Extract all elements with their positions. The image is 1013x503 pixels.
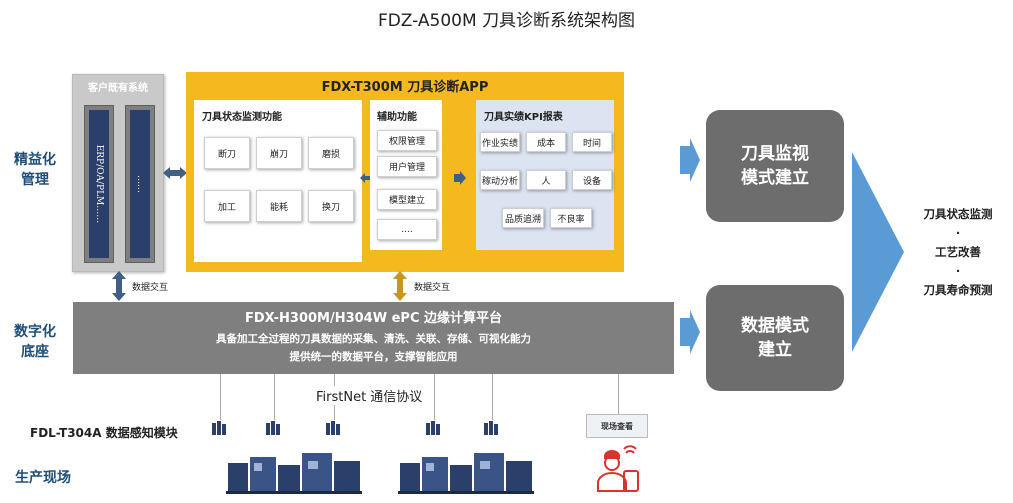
link-line-6 bbox=[618, 374, 619, 414]
lean-label-line2: 管理 bbox=[21, 172, 49, 188]
link-line-2 bbox=[274, 374, 275, 420]
protocol-label: FirstNet 通信协议 bbox=[312, 386, 427, 405]
outcome-big-arrow bbox=[852, 152, 904, 352]
aux-function-header: 辅助功能 bbox=[377, 112, 417, 123]
outcomes-list: 刀具状态监测 · 工艺改善 · 刀具寿命预测 bbox=[906, 205, 1010, 300]
app-title: FDX-T300M 刀具诊断APP bbox=[321, 80, 489, 95]
outcome-process-improve: 工艺改善 bbox=[935, 245, 981, 259]
tile-defect-rate: 不良率 bbox=[550, 208, 592, 228]
data-mode-line1: 数据模式 bbox=[741, 316, 809, 336]
outcome-tool-monitoring: 刀具状态监测 bbox=[923, 207, 993, 221]
other-system-pillar: …… bbox=[125, 105, 155, 263]
erp-pillar: ERP/OA/PLM…… bbox=[84, 105, 114, 263]
outcome-dot-2: · bbox=[955, 264, 961, 278]
exchange-label-center: 数据交互 bbox=[414, 283, 451, 293]
tile-people: 人 bbox=[526, 170, 566, 190]
monitor-mode-module: 刀具监视 模式建立 bbox=[706, 110, 844, 222]
digital-base-label: 数字化 底座 bbox=[8, 322, 62, 362]
customer-app-double-arrow bbox=[163, 167, 187, 179]
app-panel: FDX-T300M 刀具诊断APP 刀具状态监测功能 断刀 崩刀 磨损 加工 能… bbox=[186, 72, 624, 272]
link-line-5 bbox=[492, 374, 493, 420]
tile-time: 时间 bbox=[572, 132, 612, 152]
other-system-pillar-label: …… bbox=[135, 175, 145, 193]
diagram-title: FDZ-A500M 刀具诊断系统架构图 bbox=[377, 11, 636, 31]
tile-model-build: 模型建立 bbox=[377, 189, 437, 210]
machine-group-icon bbox=[398, 453, 534, 494]
lean-label-line1: 精益化 bbox=[14, 152, 56, 168]
tile-more: .... bbox=[377, 219, 437, 240]
aux-kpi-arrow bbox=[454, 171, 466, 185]
platform-to-data-mode-arrow bbox=[680, 310, 700, 354]
sensor-icon bbox=[426, 421, 440, 435]
site-view-label: 现场查看 bbox=[586, 414, 648, 438]
edge-platform-line2: 提供统一的数据平台，支撑智能应用 bbox=[289, 351, 458, 363]
erp-pillar-label: ERP/OA/PLM…… bbox=[94, 144, 104, 224]
monitor-mode-line2: 模式建立 bbox=[741, 168, 809, 188]
aux-function-panel: 辅助功能 权限管理 用户管理 模型建立 .... bbox=[370, 100, 442, 250]
data-mode-line2: 建立 bbox=[758, 340, 792, 360]
monitor-function-header: 刀具状态监测功能 bbox=[202, 112, 282, 123]
production-site-label: 生产现场 bbox=[15, 470, 71, 486]
edge-platform-panel: FDX-H300M/H304W ePC 边缘计算平台 具备加工全过程的刀具数据的… bbox=[73, 302, 674, 374]
tile-equipment: 设备 bbox=[572, 170, 612, 190]
edge-platform-line1: 具备加工全过程的刀具数据的采集、清洗、关联、存储、可视化能力 bbox=[216, 333, 531, 345]
link-line-1 bbox=[220, 374, 221, 420]
tile-utilization-analysis: 稼动分析 bbox=[480, 170, 520, 190]
exchange-arrow-center bbox=[393, 271, 407, 301]
outcome-dot-1: · bbox=[955, 226, 961, 240]
tile-tool-change: 换刀 bbox=[308, 190, 354, 222]
exchange-label-left: 数据交互 bbox=[132, 283, 169, 293]
tile-energy: 能耗 bbox=[256, 190, 302, 222]
worker-tablet-icon bbox=[597, 445, 639, 492]
tile-cost: 成本 bbox=[526, 132, 566, 152]
machine-group-icon bbox=[226, 453, 362, 494]
tile-wear: 磨损 bbox=[308, 137, 354, 169]
tile-permission-mgmt: 权限管理 bbox=[377, 130, 437, 151]
kpi-report-panel: 刀具实绩KPI报表 作业实绩 成本 时间 稼动分析 人 设备 品质追溯 不良率 bbox=[476, 100, 614, 250]
outcome-life-prediction: 刀具寿命预测 bbox=[923, 283, 993, 297]
tile-user-mgmt: 用户管理 bbox=[377, 156, 437, 177]
sensor-module-label: FDL-T304A 数据感知模块 bbox=[30, 426, 178, 440]
tile-chipped-tool: 崩刀 bbox=[256, 137, 302, 169]
app-to-monitor-mode-arrow bbox=[680, 138, 700, 182]
monitor-mode-line1: 刀具监视 bbox=[741, 144, 809, 164]
sensor-icon bbox=[212, 421, 226, 435]
tile-machining: 加工 bbox=[204, 190, 250, 222]
digital-label-line1: 数字化 bbox=[14, 324, 56, 340]
monitor-function-panel: 刀具状态监测功能 断刀 崩刀 磨损 加工 能耗 换刀 bbox=[194, 100, 362, 262]
data-mode-module: 数据模式 建立 bbox=[706, 285, 844, 391]
sensor-icon bbox=[266, 421, 280, 435]
exchange-arrow-left bbox=[112, 271, 126, 301]
tile-broken-tool: 断刀 bbox=[204, 137, 250, 169]
digital-label-line2: 底座 bbox=[21, 344, 49, 360]
tile-work-performance: 作业实绩 bbox=[480, 132, 520, 152]
link-line-4 bbox=[434, 374, 435, 420]
customer-system-panel: 客户既有系统 ERP/OA/PLM…… …… bbox=[72, 74, 164, 272]
customer-system-header: 客户既有系统 bbox=[88, 83, 148, 94]
tile-quality-trace: 品质追溯 bbox=[502, 208, 544, 228]
sensor-icon bbox=[326, 421, 340, 435]
edge-platform-title: FDX-H300M/H304W ePC 边缘计算平台 bbox=[244, 311, 503, 326]
sensor-icon bbox=[484, 421, 498, 435]
kpi-report-header: 刀具实绩KPI报表 bbox=[484, 112, 563, 123]
lean-management-label: 精益化 管理 bbox=[8, 150, 62, 190]
